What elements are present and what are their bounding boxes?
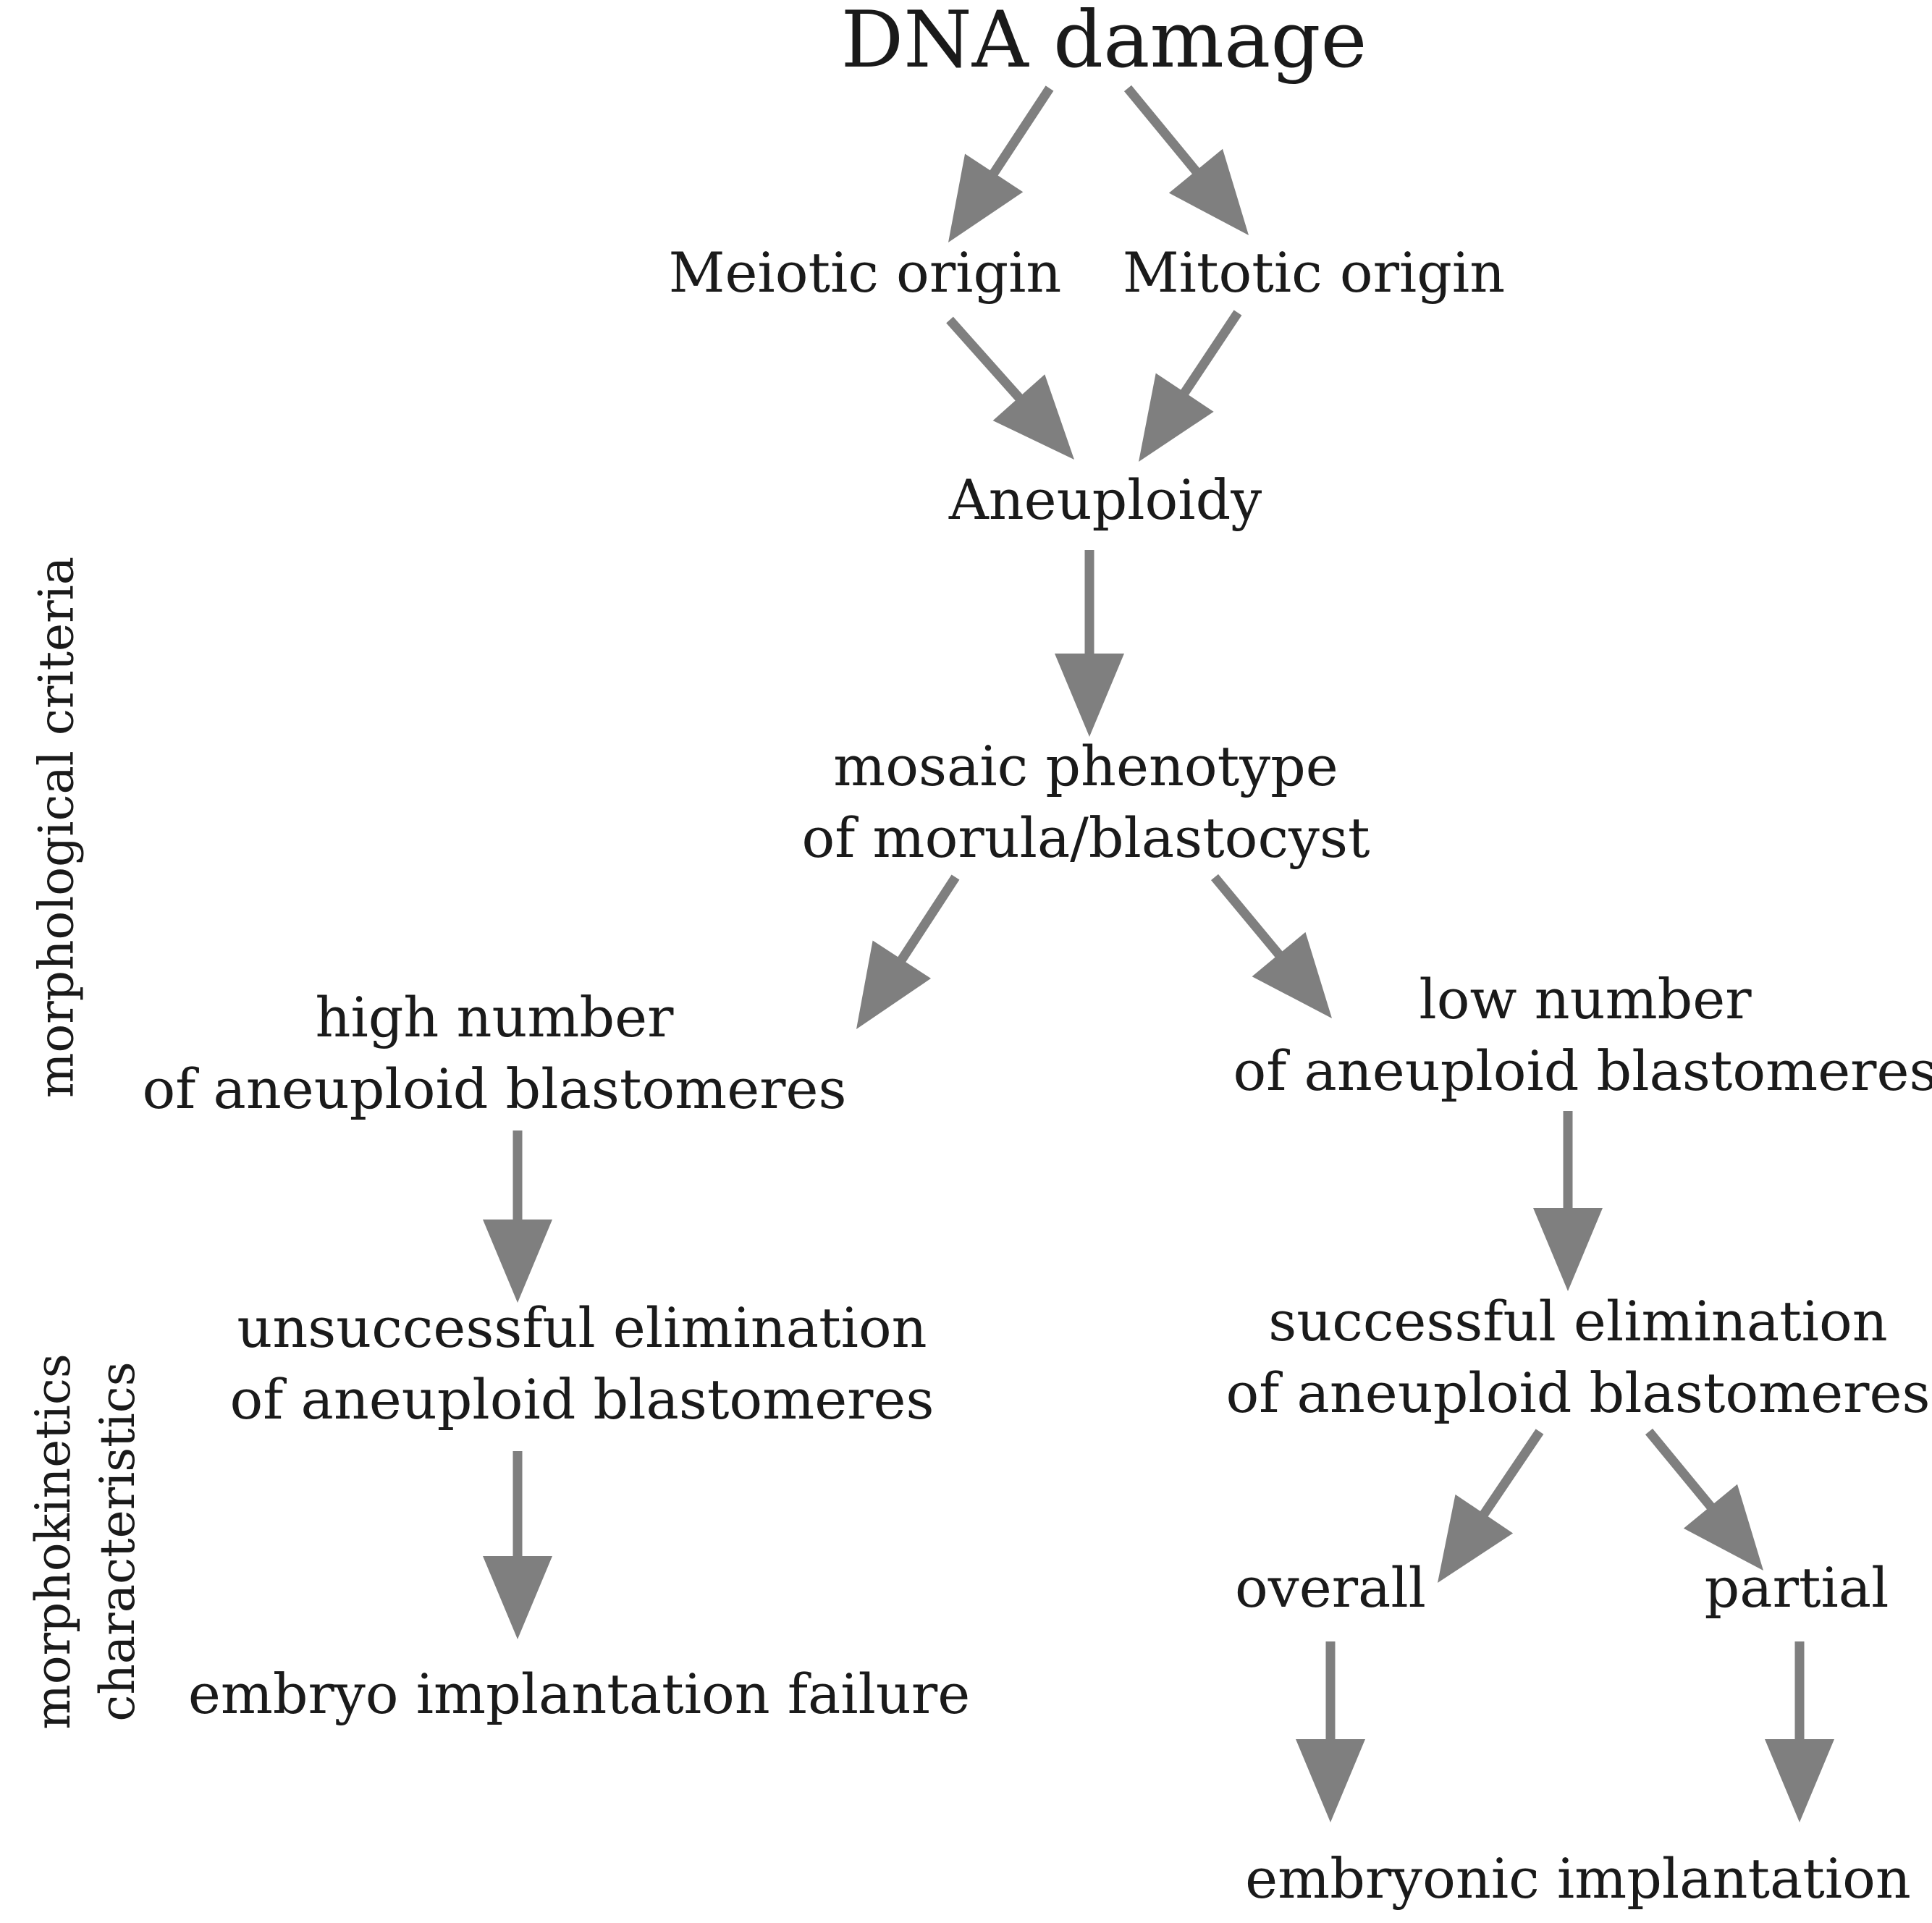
side-label-morphokinetics-line-1: morphokinetics	[25, 1353, 81, 1730]
arrow-high-to-unsuccessful	[483, 1130, 552, 1303]
arrow-mitotic-to-aneuploidy-shaft	[1179, 310, 1242, 398]
arrow-partial-to-implantation	[1765, 1641, 1834, 1822]
arrow-mosaic-to-high-head	[856, 940, 932, 1029]
arrow-mosaic-to-high	[856, 874, 960, 1029]
node-low-line-1: low number	[1419, 967, 1752, 1031]
node-aneuploidy: Aneuploidy	[948, 468, 1262, 532]
arrow-successful-to-overall	[1438, 1429, 1544, 1583]
arrow-low-to-successful-head	[1533, 1208, 1603, 1291]
node-partial: partial	[1704, 1555, 1889, 1620]
node-mitotic-origin: Mitotic origin	[1122, 240, 1506, 305]
node-mosaic-phenotype: mosaic phenotype of morula/blastocyst	[802, 731, 1370, 874]
node-high-number: high number of aneuploid blastomeres	[143, 982, 847, 1125]
arrow-mitotic-to-aneuploidy	[1139, 310, 1242, 462]
node-dna-damage: DNA damage	[840, 0, 1367, 85]
node-unsuccessful-line-1: unsuccessful elimination	[237, 1296, 927, 1360]
arrow-low-to-successful	[1533, 1111, 1603, 1291]
side-label-morphokinetics-characteristics: morphokinetics characteristics	[21, 1353, 150, 1730]
arrow-dna-to-meiotic	[948, 85, 1054, 242]
arrow-dna-to-meiotic-shaft	[988, 85, 1054, 178]
arrow-successful-to-partial	[1645, 1428, 1763, 1571]
arrow-mosaic-to-low-shaft	[1211, 874, 1285, 960]
arrow-aneuploidy-to-mosaic	[1055, 550, 1124, 737]
arrow-mosaic-to-high-shaft	[896, 874, 960, 965]
node-embryonic-implantation: embryonic implantation	[1245, 1846, 1911, 1911]
arrow-mosaic-to-low	[1211, 874, 1332, 1018]
arrow-dna-to-meiotic-head	[948, 153, 1024, 242]
arrow-mosaic-to-low-head	[1252, 931, 1332, 1018]
node-implantation-failure: embryo implantation failure	[187, 1662, 971, 1726]
arrow-meiotic-to-aneuploidy	[946, 316, 1074, 460]
node-unsuccessful-elimination: unsuccessful elimination of aneuploid bl…	[230, 1293, 935, 1436]
node-unsuccessful-line-2: of aneuploid blastomeres	[229, 1366, 935, 1432]
arrow-dna-to-mitotic	[1123, 85, 1249, 235]
node-successful-line-2: of aneuploid blastomeres	[1226, 1360, 1931, 1425]
arrow-successful-to-overall-shaft	[1478, 1429, 1544, 1519]
side-label-morphokinetics-line-2: characteristics	[90, 1361, 145, 1722]
node-mosaic-line-1: mosaic phenotype	[833, 734, 1338, 798]
node-successful-elimination: successful elimination of aneuploid blas…	[1226, 1286, 1931, 1429]
arrow-unsuccessful-to-failure-head	[483, 1556, 552, 1639]
arrow-partial-to-implantation-head	[1765, 1739, 1834, 1822]
arrow-meiotic-to-aneuploidy-shaft	[946, 316, 1025, 403]
arrow-unsuccessful-to-failure	[483, 1451, 552, 1639]
node-high-line-2: of aneuploid blastomeres	[142, 1056, 847, 1121]
node-mosaic-line-2: of morula/blastocyst	[801, 805, 1370, 870]
node-low-number: low number of aneuploid blastomeres	[1233, 964, 1932, 1107]
arrow-mitotic-to-aneuploidy-head	[1139, 373, 1214, 462]
arrow-overall-to-implantation	[1296, 1641, 1365, 1822]
arrow-successful-to-partial-shaft	[1645, 1428, 1716, 1512]
arrow-successful-to-partial-head	[1683, 1484, 1763, 1571]
arrow-dna-to-mitotic-shaft	[1123, 85, 1202, 177]
node-high-line-1: high number	[315, 985, 674, 1049]
arrow-dna-to-mitotic-head	[1168, 148, 1249, 235]
node-successful-line-1: successful elimination	[1268, 1289, 1888, 1353]
arrow-high-to-unsuccessful-head	[483, 1220, 552, 1303]
node-low-line-2: of aneuploid blastomeres	[1233, 1038, 1932, 1103]
arrow-aneuploidy-to-mosaic-head	[1055, 654, 1124, 737]
arrow-overall-to-implantation-head	[1296, 1739, 1365, 1822]
arrow-successful-to-overall-head	[1438, 1494, 1514, 1583]
arrow-meiotic-to-aneuploidy-head	[992, 374, 1074, 460]
node-meiotic-origin: Meiotic origin	[668, 240, 1062, 305]
node-overall: overall	[1235, 1555, 1426, 1620]
side-label-morphological-criteria: morphological criteria	[28, 556, 85, 1099]
